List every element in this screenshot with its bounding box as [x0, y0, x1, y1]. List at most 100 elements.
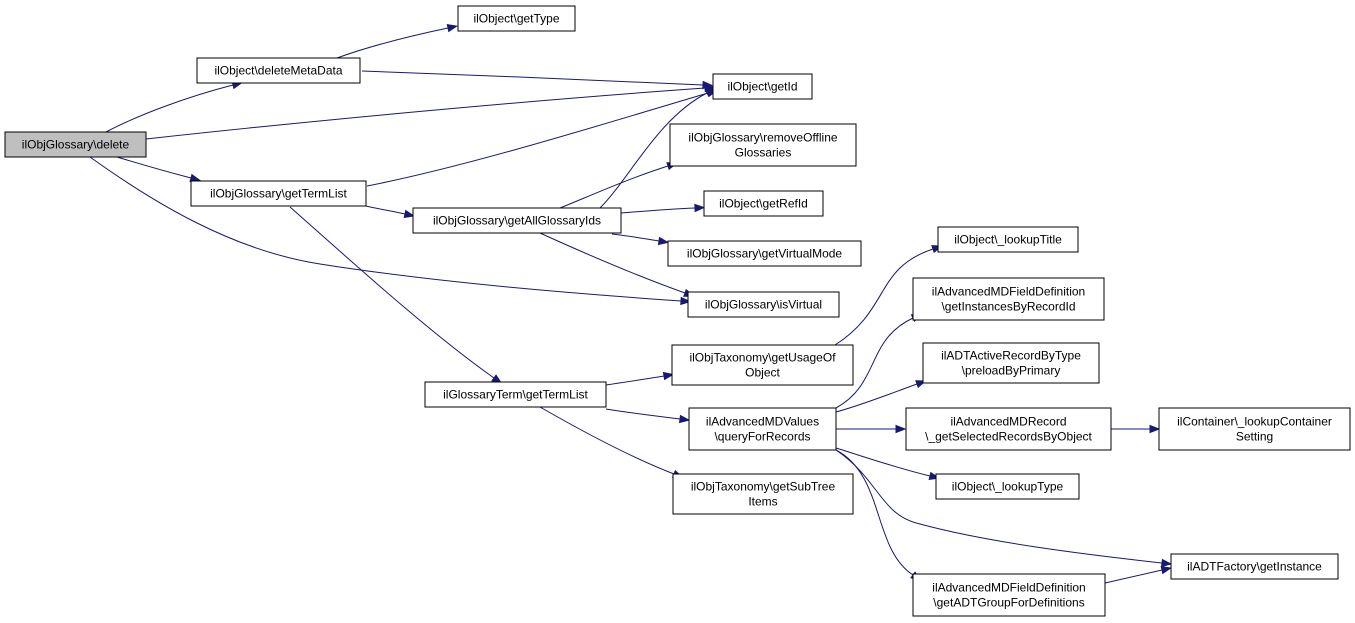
edge-line	[366, 92, 709, 187]
node-box	[912, 573, 1106, 617]
node-lookupTitle[interactable]: ilObject\_lookupTitle	[937, 226, 1079, 253]
edge-delete-to-deleteMeta	[105, 81, 244, 133]
edge-line	[336, 27, 449, 59]
edge-arrowhead	[895, 424, 907, 434]
node-queryForRecords[interactable]: ilAdvancedMDValues\queryForRecords	[688, 407, 837, 451]
edge-line	[559, 165, 669, 209]
node-label: \getInstancesByRecordId	[941, 300, 1075, 314]
node-box	[922, 342, 1100, 384]
node-box	[424, 381, 607, 408]
edge-queryForRecords-to-getADTGroup	[835, 449, 922, 582]
edge-line	[605, 408, 681, 420]
node-box	[412, 207, 622, 234]
edge-getTermListG-to-getId	[366, 89, 718, 187]
edge-queryForRecords-to-getSelectedRecords	[836, 424, 907, 434]
node-getSelectedRecords[interactable]: ilAdvancedMDRecord\_getSelectedRecordsBy…	[905, 407, 1112, 451]
node-box	[1158, 407, 1351, 451]
node-box	[190, 180, 367, 207]
node-delete[interactable]: ilObjGlossary\delete	[4, 131, 147, 158]
edge-arrowhead	[657, 236, 670, 246]
node-box	[4, 131, 147, 158]
node-getInstancesByRecordId[interactable]: ilAdvancedMDFieldDefinition\getInstances…	[912, 277, 1105, 321]
node-lookupType[interactable]: ilObject\_lookupType	[935, 473, 1080, 500]
edge-arrowhead	[1149, 424, 1161, 434]
node-label: ilGlossaryTerm\getTermList	[443, 388, 588, 402]
edge-delete-to-isVirtual	[89, 156, 692, 306]
node-getVirtualMode[interactable]: ilObjGlossary\getVirtualMode	[667, 240, 862, 267]
edge-getAllIds-to-removeOffline	[559, 162, 678, 209]
node-label: Items	[748, 495, 777, 509]
edge-line	[289, 206, 495, 379]
node-getADTGroup[interactable]: ilAdvancedMDFieldDefinition\getADTGroupF…	[912, 573, 1106, 617]
node-box	[672, 473, 854, 515]
edge-line	[834, 248, 934, 346]
node-getAllIds[interactable]: ilObjGlossary\getAllGlossaryIds	[412, 207, 622, 234]
edge-arrowhead	[680, 296, 692, 306]
edge-queryForRecords-to-adtFactory	[835, 449, 1173, 568]
node-label: Glossaries	[735, 146, 792, 160]
node-label: ilObjTaxonomy\getSubTree	[691, 480, 836, 494]
node-label: ilObject\deleteMetaData	[214, 64, 342, 78]
node-getRefId[interactable]: ilObject\getRefId	[703, 190, 824, 217]
node-box	[688, 407, 837, 451]
node-label: \queryForRecords	[714, 430, 810, 444]
edge-line	[105, 84, 234, 133]
node-getType[interactable]: ilObject\getType	[457, 5, 576, 32]
node-deleteMeta[interactable]: ilObject\deleteMetaData	[196, 57, 361, 84]
node-getTermListG[interactable]: ilObjGlossary\getTermList	[190, 180, 367, 207]
edge-line	[599, 92, 708, 209]
edge-arrowhead	[403, 209, 416, 219]
nodes-layer: ilObjGlossary\delete ilObject\deleteMetaD…	[4, 5, 1351, 617]
edge-arrowhead	[662, 371, 675, 381]
edge-line	[605, 375, 665, 386]
edge-getSelectedRecords-to-lookupContainer	[1111, 424, 1161, 434]
edge-line	[361, 70, 704, 86]
node-box	[457, 5, 576, 32]
node-isVirtual[interactable]: ilObjGlossary\isVirtual	[687, 291, 840, 318]
edge-line	[116, 156, 192, 179]
node-label: ilObjGlossary\getVirtualMode	[687, 247, 843, 261]
node-box	[671, 344, 854, 386]
edge-getAllIds-to-getRefId	[620, 203, 706, 214]
node-getId[interactable]: ilObject\getId	[712, 73, 813, 100]
edge-arrowhead	[446, 23, 459, 33]
edge-arrowhead	[1160, 565, 1173, 575]
node-label: ilObjGlossary\isVirtual	[705, 298, 822, 312]
node-label: Object	[745, 366, 780, 380]
edge-termListT-to-queryForRecords	[605, 408, 691, 424]
node-label: ilObjTaxonomy\getUsageOf	[689, 351, 836, 365]
edge-line	[539, 406, 675, 475]
node-preloadByPrimary[interactable]: ilADTActiveRecordByType\preloadByPrimary	[922, 342, 1100, 384]
edge-termListT-to-getSubTree	[539, 406, 684, 478]
node-label: \_getSelectedRecordsByObject	[925, 430, 1092, 444]
edge-line	[1104, 569, 1163, 584]
node-box	[667, 240, 862, 267]
node-termListT[interactable]: ilGlossaryTerm\getTermList	[424, 381, 607, 408]
node-label: ilAdvancedMDFieldDefinition	[932, 581, 1085, 595]
node-label: ilObject\getId	[727, 80, 797, 94]
edge-getAllIds-to-getVirtualMode	[611, 233, 670, 246]
node-label: \getADTGroupForDefinitions	[933, 596, 1084, 610]
node-label: ilADTFactory\getInstance	[1187, 560, 1322, 574]
edge-delete-to-getId	[145, 83, 716, 140]
edge-arrowhead	[678, 414, 691, 424]
node-label: ilObject\_lookupTitle	[954, 233, 1062, 247]
node-label: ilObjGlossary\removeOffline	[688, 131, 837, 145]
node-box	[935, 473, 1080, 500]
node-box	[703, 190, 824, 217]
edge-line	[611, 233, 660, 242]
edge-line	[835, 383, 918, 413]
edge-arrowhead	[694, 203, 706, 213]
node-label: ilContainer\_lookupContainer	[1177, 415, 1332, 429]
node-box	[196, 57, 361, 84]
node-label: ilObjGlossary\delete	[22, 138, 130, 152]
node-box	[712, 73, 813, 100]
edge-line	[835, 447, 931, 477]
edge-line	[835, 449, 1163, 564]
node-label: ilObject\getType	[473, 12, 559, 26]
node-adtFactory[interactable]: ilADTFactory\getInstance	[1170, 553, 1339, 580]
